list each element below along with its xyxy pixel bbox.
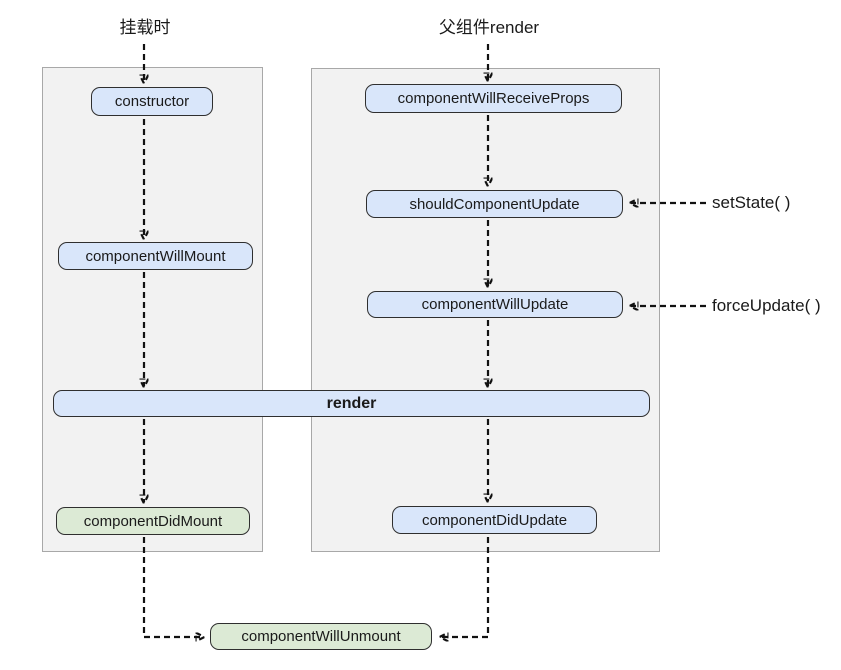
- mount-phase-title: 挂载时: [119, 18, 171, 37]
- mount-phase-panel: [42, 67, 263, 552]
- force-update-label: forceUpdate( ): [712, 296, 821, 315]
- node-component-will-receive-props: componentWillReceiveProps: [365, 84, 622, 113]
- set-state-label: setState( ): [712, 193, 791, 212]
- node-component-will-update: componentWillUpdate: [367, 291, 623, 318]
- arrow-didupdate-to-willunmount: [441, 537, 490, 637]
- node-render: render: [53, 390, 650, 417]
- parent-render-title: 父组件render: [438, 18, 540, 37]
- node-component-did-mount: componentDidMount: [56, 507, 250, 535]
- node-constructor: constructor: [91, 87, 213, 116]
- node-should-component-update: shouldComponentUpdate: [366, 190, 623, 218]
- arrow-didmount-to-willunmount: [142, 537, 203, 637]
- node-component-did-update: componentDidUpdate: [392, 506, 597, 534]
- node-component-will-mount: componentWillMount: [58, 242, 253, 270]
- node-component-will-unmount: componentWillUnmount: [210, 623, 432, 650]
